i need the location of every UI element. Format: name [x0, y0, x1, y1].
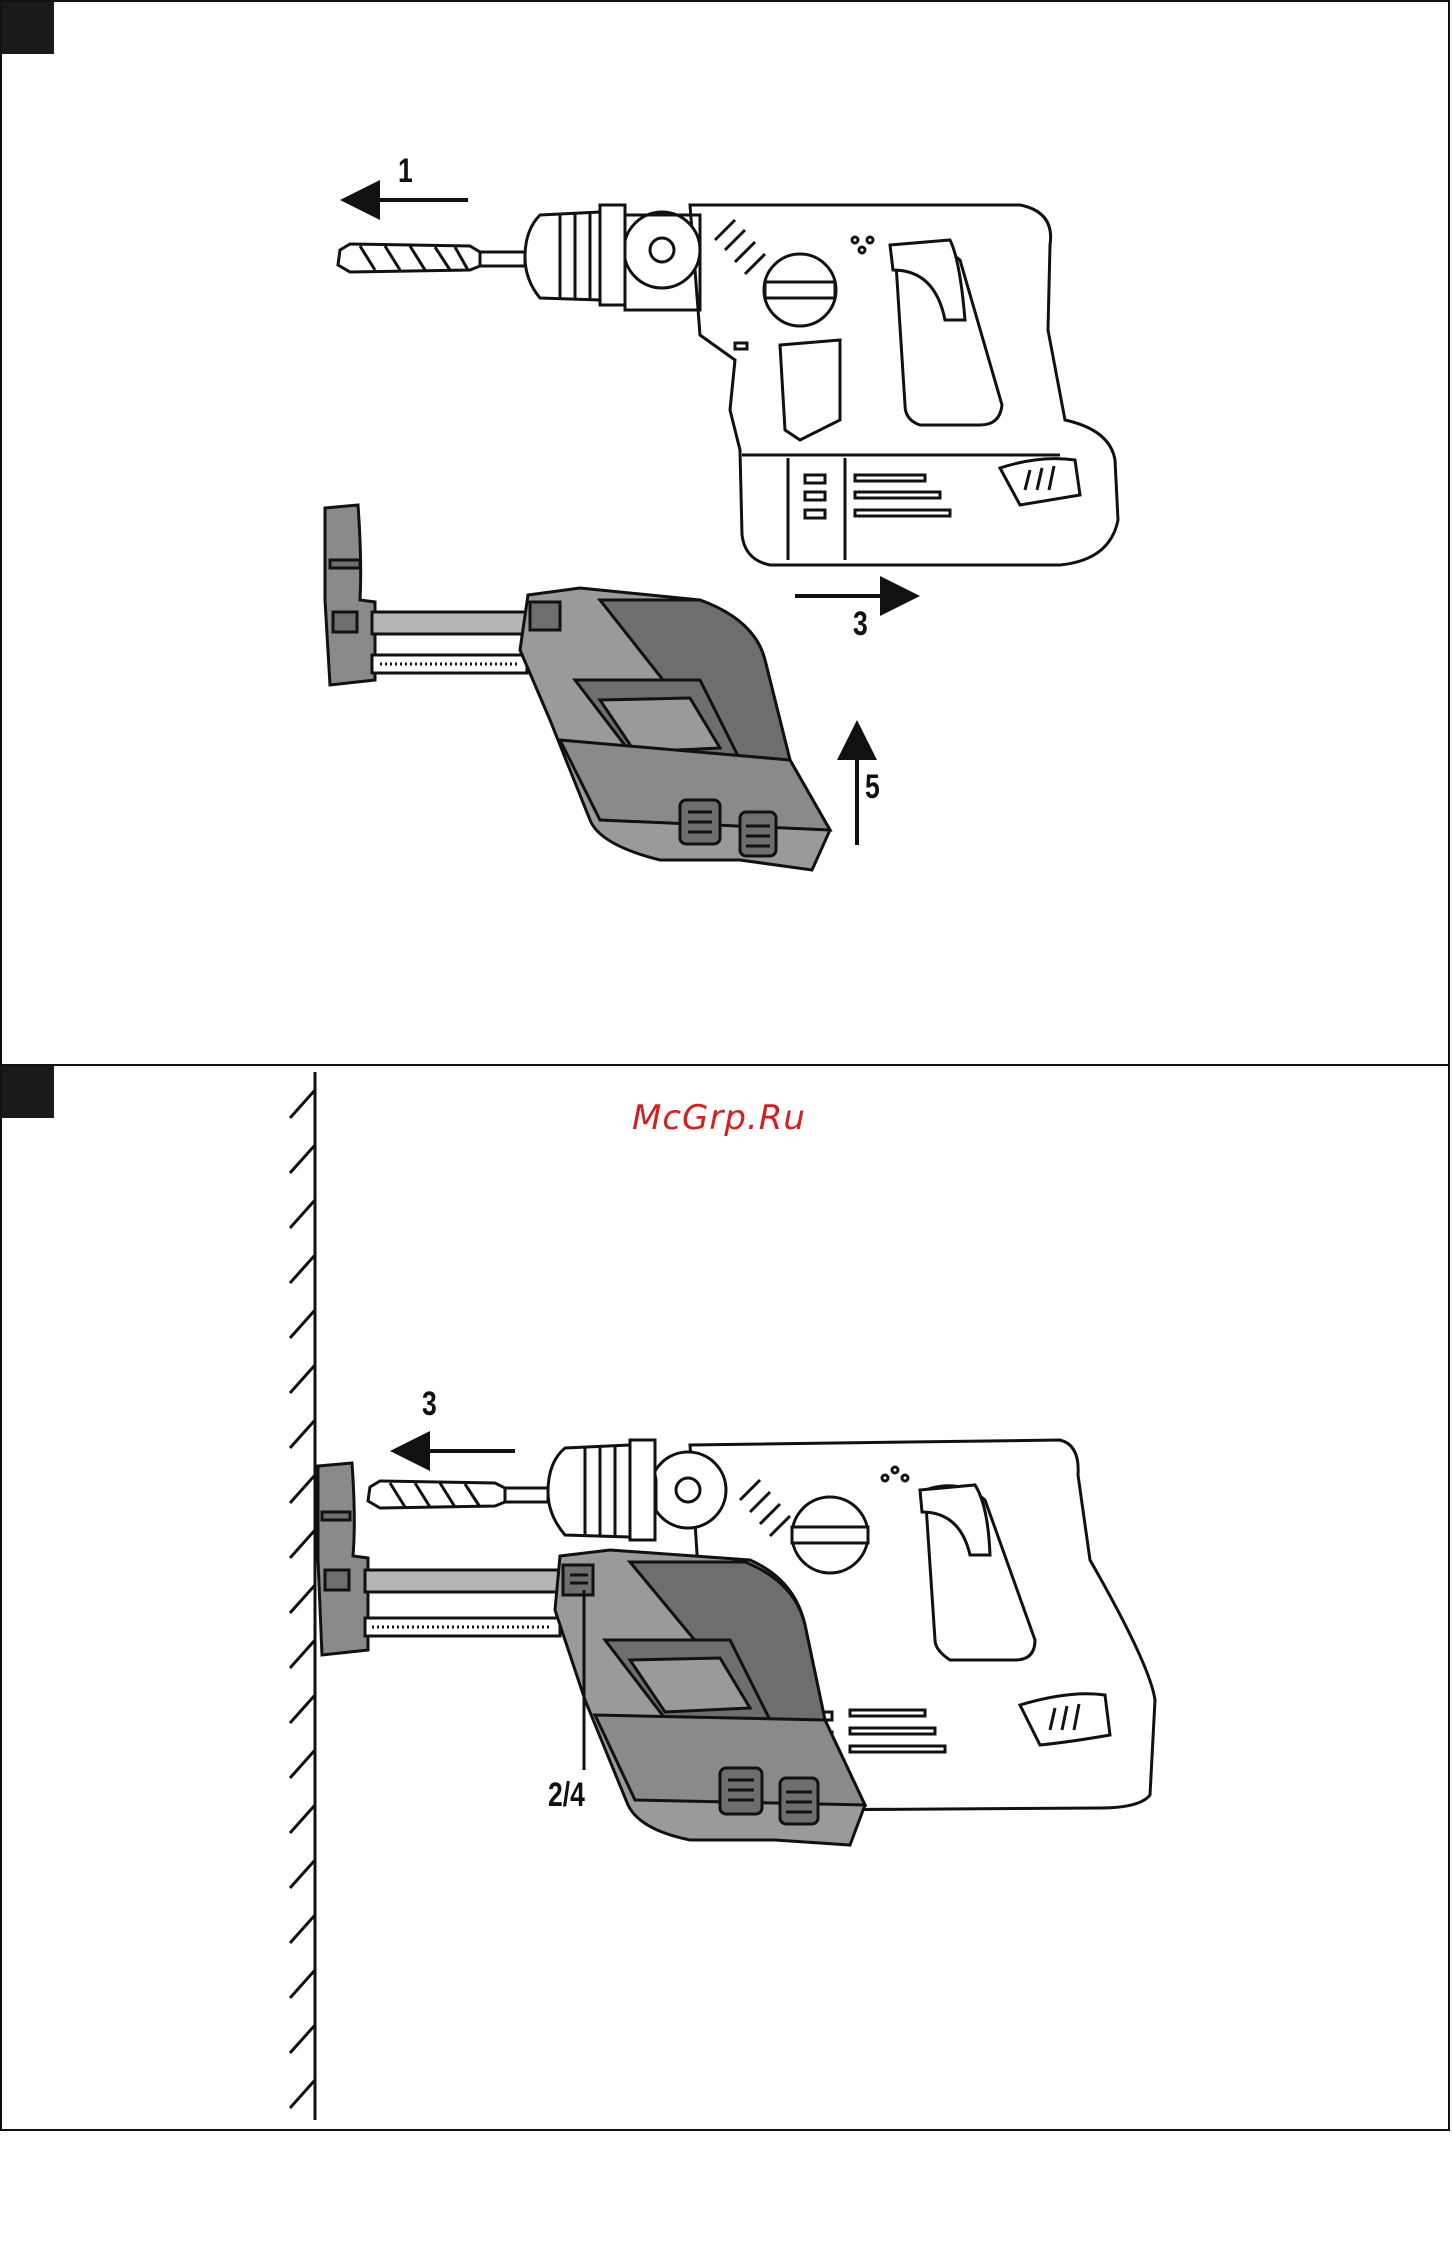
watermark: McGrp.Ru: [632, 1098, 806, 1138]
step-label-5: 5: [865, 768, 880, 807]
step-label-2-4: 2/4: [548, 1776, 585, 1815]
chuck-fig2: [505, 1440, 656, 1540]
chuck-fig1: [480, 205, 625, 305]
drill-bit-fig1: [338, 244, 480, 272]
drill-bit-fig2: [368, 1481, 505, 1508]
step-label-3-fig2: 3: [422, 1385, 437, 1424]
step-label-1: 1: [398, 152, 413, 191]
wall-fig2: [290, 1072, 315, 2120]
step-label-3-fig1: 3: [853, 605, 868, 644]
drill-body-fig1: [624, 205, 1118, 565]
